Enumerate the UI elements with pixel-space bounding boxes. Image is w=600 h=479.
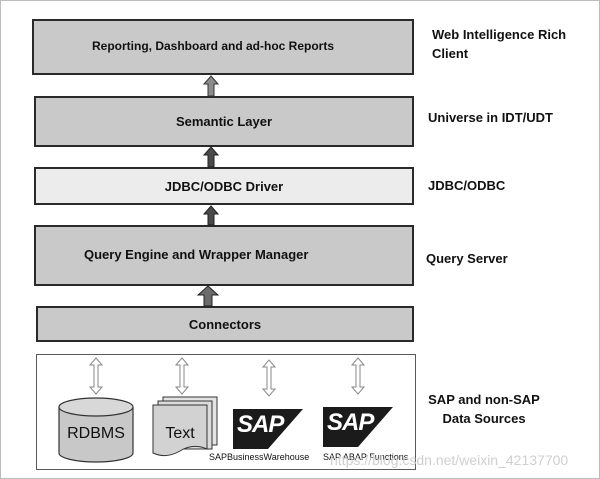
webi-label: Web Intelligence Rich Client [432,27,567,61]
bidirectional-arrow-icon [262,359,276,397]
bidirectional-arrow-icon [89,357,103,395]
query-server-label: Query Server [426,251,508,266]
bidirectional-arrow-icon [175,357,189,395]
text-source-label: Text [165,425,195,442]
reporting-layer-box: Reporting, Dashboard and ad-hoc Reports [32,19,414,75]
semantic-layer-label: Semantic Layer [175,114,273,129]
universe-label: Universe in IDT/UDT [428,110,553,125]
query-engine-label: Query Engine and Wrapper Manager [84,247,309,262]
data-sources-box: RDBMS Text SAP SAPBusinessWarehouse SAP … [36,354,416,470]
up-arrow-icon [203,146,219,168]
up-arrow-icon [203,75,219,97]
rdbms-label: RDBMS [67,425,125,442]
data-sources-label: SAP and non-SAP Data Sources [428,392,540,426]
driver-layer-box: JDBC/ODBC Driver [34,167,414,205]
connectors-label: Connectors [188,316,262,332]
watermark-text: https://blog.csdn.net/weixin_42137700 [330,452,569,468]
sap-bw-caption: SAPBusinessWarehouse [209,452,310,462]
up-arrow-icon [197,285,219,307]
database-cylinder-icon [58,397,134,463]
up-arrow-icon [203,205,219,226]
driver-layer-label: JDBC/ODBC Driver [164,178,284,194]
semantic-layer-box: Semantic Layer [34,96,414,147]
bidirectional-arrow-icon [351,357,365,395]
query-engine-box: Query Engine and Wrapper Manager [34,225,414,286]
document-stack-icon [152,396,218,457]
reporting-layer-label: Reporting, Dashboard and ad-hoc Reports [92,39,335,53]
connectors-box: Connectors [36,306,414,342]
jdbc-label: JDBC/ODBC [428,178,506,193]
sap-abap-caption: SAP ABAP Functions [323,452,409,462]
